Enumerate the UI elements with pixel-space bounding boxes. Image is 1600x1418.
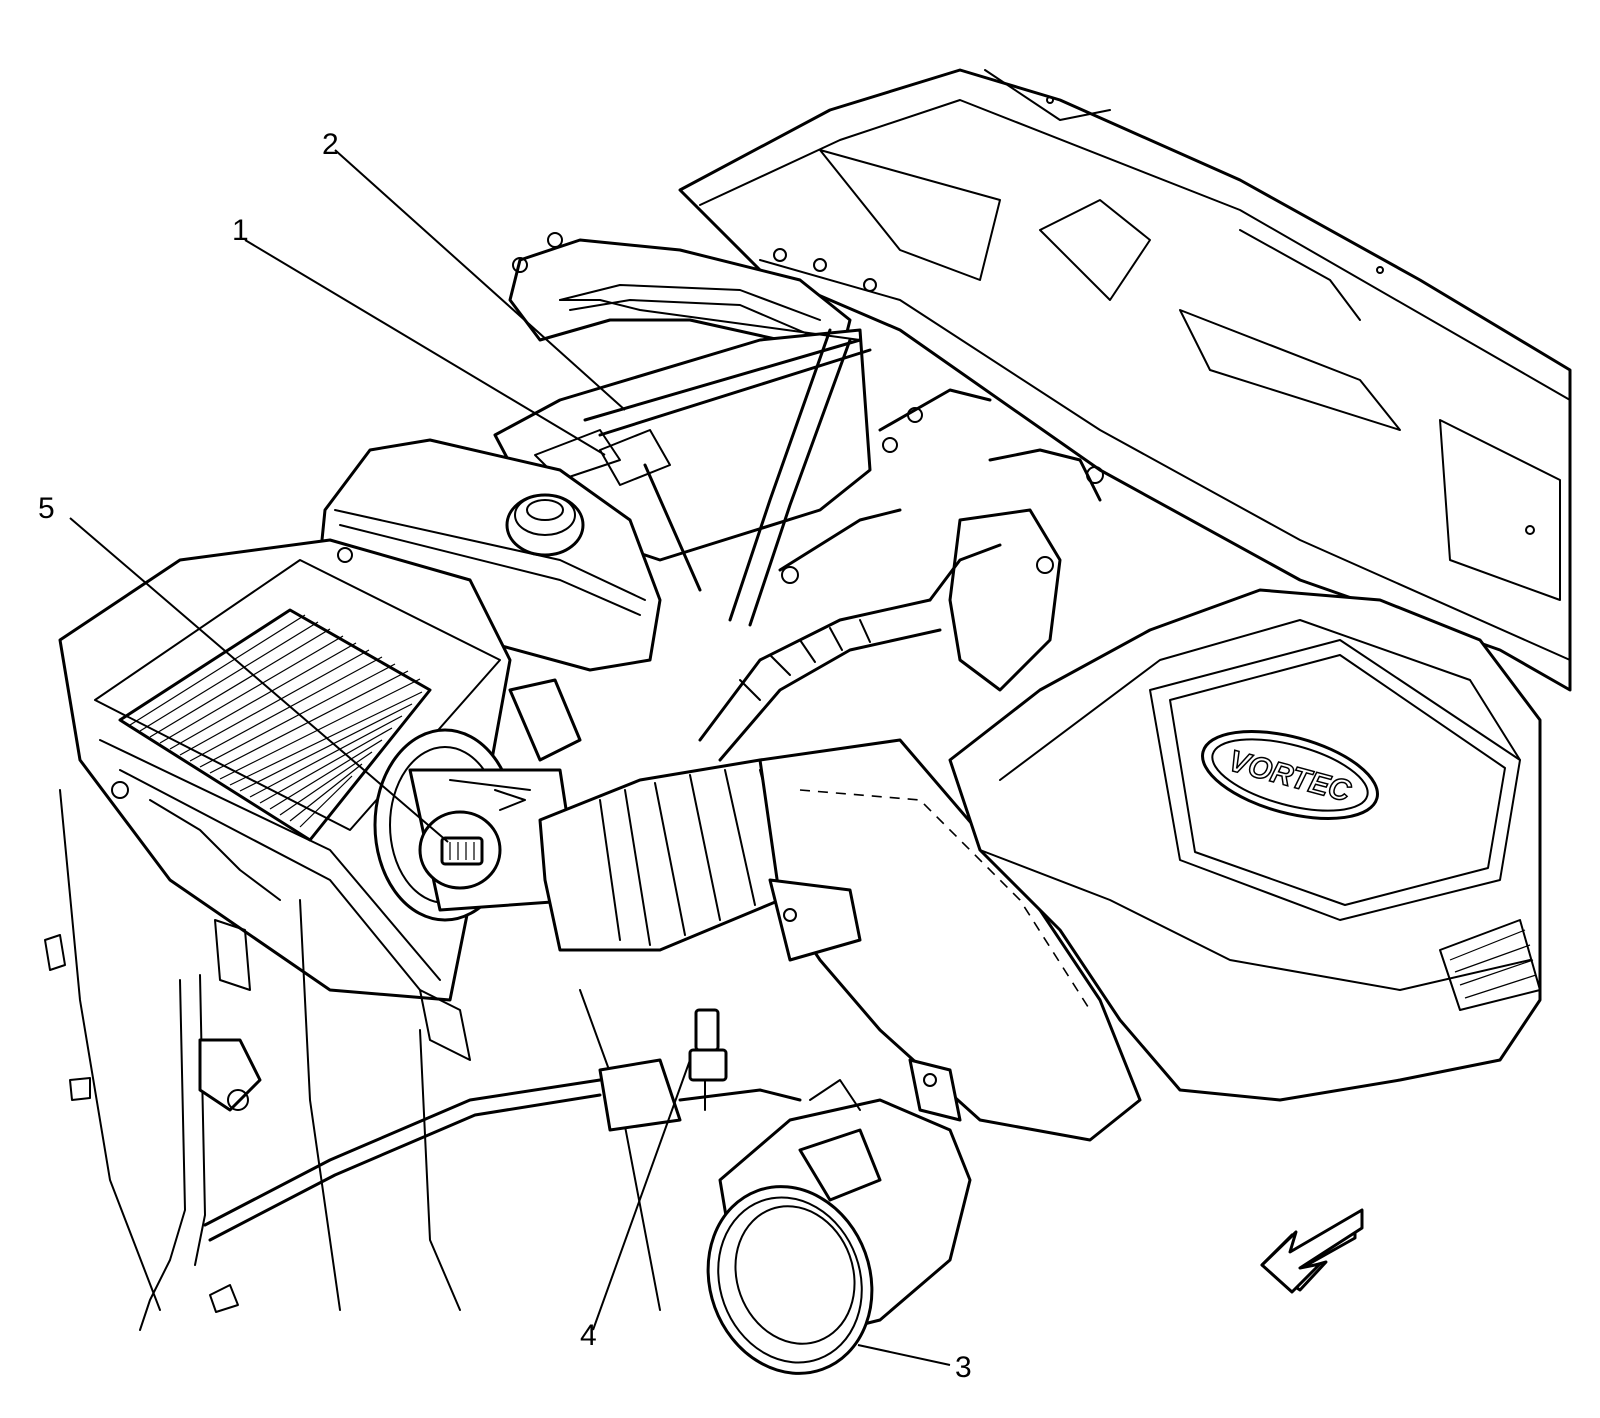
leader-line-5 bbox=[69, 517, 449, 843]
engine-cover: VORTEC bbox=[948, 588, 1542, 1102]
leader-line-1 bbox=[244, 239, 606, 456]
callout-4: 4 bbox=[580, 1319, 597, 1352]
cowl-panel bbox=[678, 68, 1572, 692]
callout-3: 3 bbox=[955, 1351, 972, 1384]
ac-compressor bbox=[706, 1058, 972, 1375]
forward-direction-arrow-icon bbox=[1260, 1208, 1364, 1294]
leader-line-4 bbox=[592, 1059, 691, 1331]
callouts: 1 2 3 4 5 bbox=[38, 128, 972, 1384]
ac-lines-and-hoses bbox=[698, 328, 1104, 762]
callout-5: 5 bbox=[38, 492, 55, 525]
leader-lines bbox=[69, 149, 951, 1366]
vortec-logo: VORTEC bbox=[1201, 730, 1379, 820]
leader-line-3 bbox=[857, 1344, 951, 1366]
callout-2: 2 bbox=[322, 128, 339, 161]
lower-left-structure bbox=[44, 789, 802, 1331]
mass-air-flow-sensor bbox=[373, 678, 582, 922]
leader-line-2 bbox=[334, 149, 626, 411]
connector-4 bbox=[688, 1008, 728, 1111]
intake-hose bbox=[538, 738, 1142, 1142]
callout-1: 1 bbox=[232, 214, 249, 247]
